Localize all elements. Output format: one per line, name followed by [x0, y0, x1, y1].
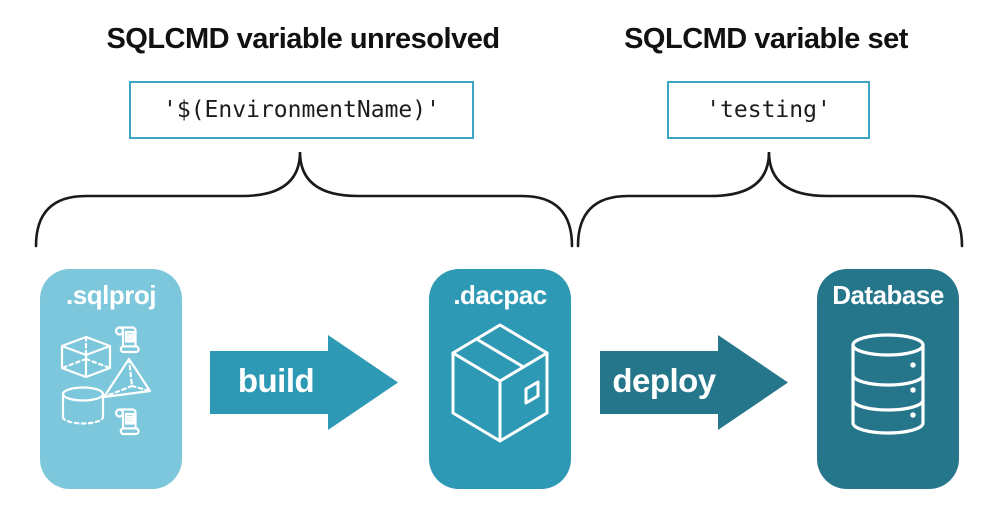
cube-icon	[60, 335, 112, 379]
deploy-arrow-shape	[600, 335, 788, 430]
node-dacpac-label: .dacpac	[453, 280, 547, 310]
build-arrow-label: build	[237, 362, 315, 399]
deploy-arrow-label: deploy	[612, 362, 716, 399]
grouping-braces	[34, 151, 964, 248]
left-brace	[34, 151, 574, 248]
node-dacpac: .dacpac	[429, 269, 571, 489]
package-box-icon	[451, 323, 549, 443]
sql-objects-icon	[60, 326, 152, 436]
deploy-arrow	[600, 335, 788, 430]
right-brace	[576, 151, 964, 248]
sqlcmd-unresolved-code-box: '$(EnvironmentName)'	[129, 81, 474, 139]
build-arrow-shape	[210, 335, 398, 430]
node-database: Database	[817, 269, 959, 489]
code-value: 'testing'	[706, 97, 831, 123]
right-group-title: SQLCMD variable set	[624, 23, 908, 55]
node-database-label: Database	[832, 280, 944, 310]
left-group-title: SQLCMD variable unresolved	[106, 23, 500, 55]
database-cylinder-icon	[851, 333, 925, 435]
pyramid-icon	[102, 357, 152, 399]
code-value: '$(EnvironmentName)'	[163, 97, 440, 123]
node-sqlproj-label: .sqlproj	[66, 280, 156, 310]
script-scroll-icon	[114, 408, 140, 436]
script-scroll-icon	[114, 326, 140, 354]
sqlcmd-set-code-box: 'testing'	[667, 81, 870, 139]
cylinder-icon	[61, 386, 105, 425]
build-arrow	[210, 335, 398, 430]
node-sqlproj: .sqlproj	[40, 269, 182, 489]
